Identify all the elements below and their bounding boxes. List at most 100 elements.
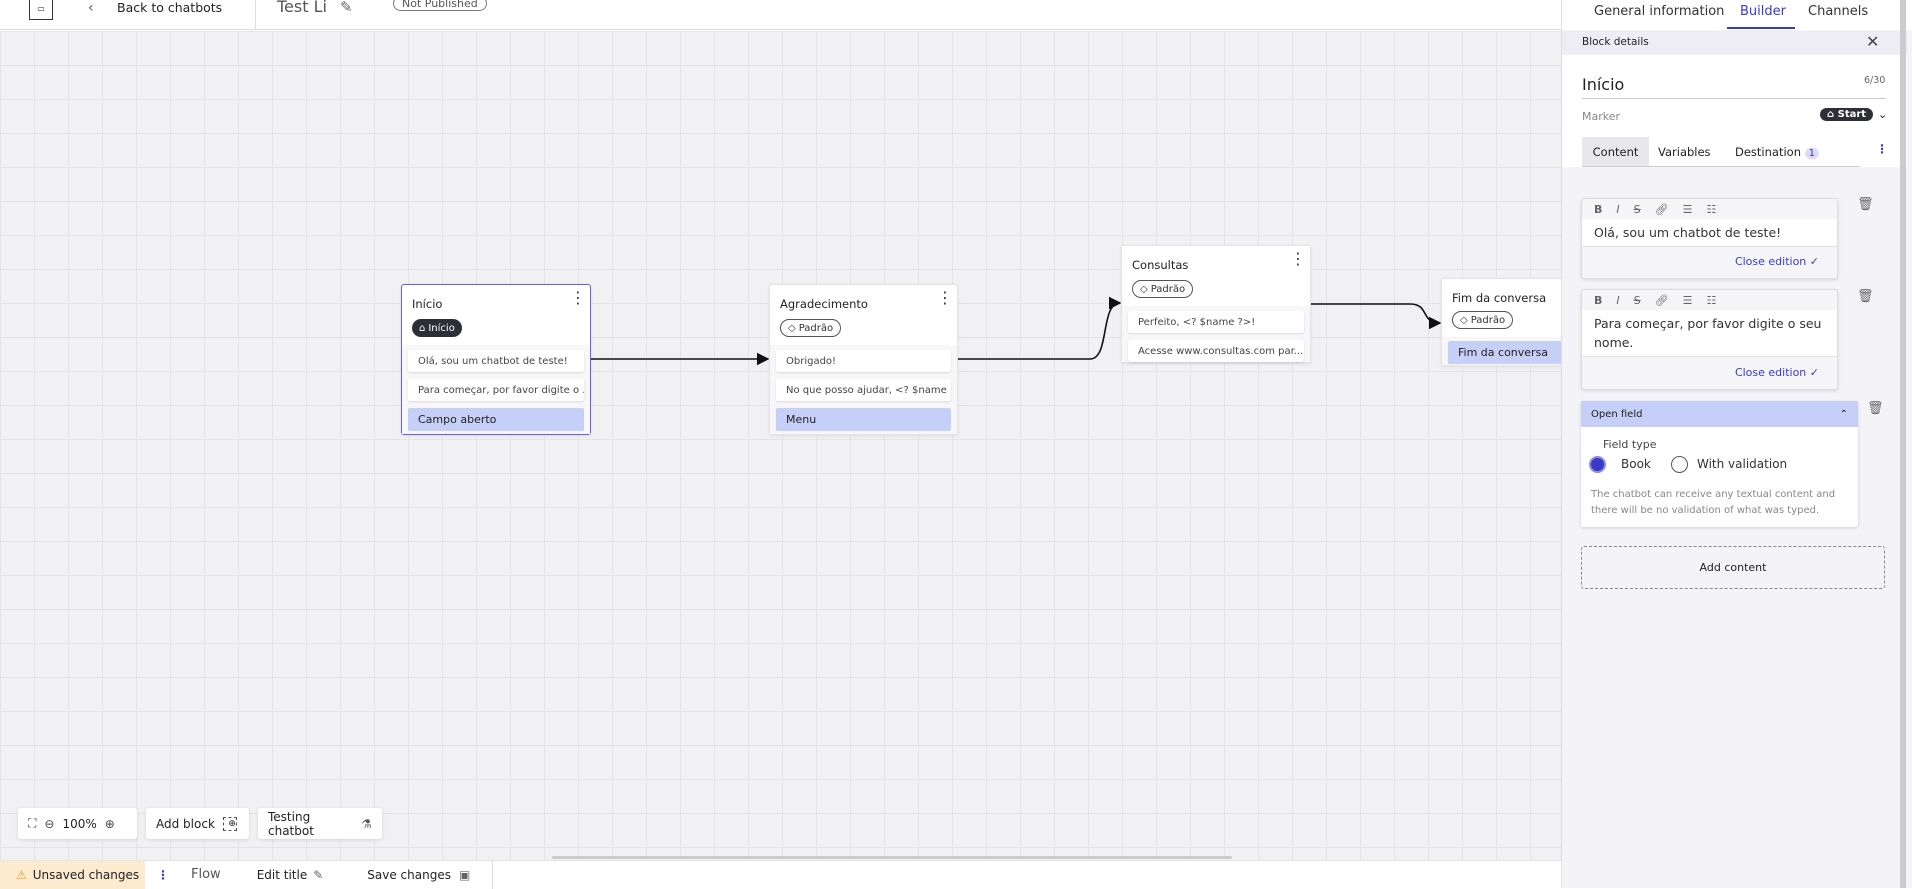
marker-value: Start [1837, 109, 1867, 120]
node-fim-da-conversa[interactable]: Fim da conversa ◇Padrão Fim da conversa [1441, 278, 1561, 366]
panel-tabs: General information Builder Channels [1562, 0, 1912, 30]
node-message[interactable]: Obrigado! [776, 350, 951, 372]
close-edition-button[interactable]: Close edition ✓ [1734, 255, 1819, 268]
add-block-button[interactable]: Add block ⊕ [146, 808, 249, 839]
save-icon: ▣ [458, 867, 471, 882]
tab-general-information[interactable]: General information [1594, 4, 1725, 19]
destination-count-badge: 1 [1804, 148, 1820, 159]
flow-tab[interactable]: Flow [191, 867, 221, 882]
zoom-out-icon[interactable]: ⊖ [44, 816, 55, 831]
open-field-title: Open field [1591, 408, 1643, 420]
node-option[interactable]: Campo aberto [408, 408, 584, 431]
delete-icon[interactable]: 🗑︎ [1857, 289, 1874, 304]
top-bar: ▭ ‹ Back to chatbots Test Li ✎ Not Publi… [0, 0, 1561, 30]
bullet-list-icon[interactable]: ☰ [1682, 202, 1693, 216]
bottom-bar: ⚠ Unsaved changes ⋮ Flow Edit title✎ Sav… [0, 860, 1561, 889]
editor-text[interactable]: Para começar, por favor digite o seu nom… [1582, 310, 1837, 357]
chevron-down-icon[interactable]: ⌄ [1878, 108, 1888, 121]
node-tag: ⌂Início [412, 319, 462, 337]
block-details-panel: General information Builder Channels Blo… [1561, 0, 1912, 888]
node-tag: ◇Padrão [1452, 311, 1514, 329]
strikethrough-icon[interactable]: S [1633, 202, 1641, 216]
testing-label: Testing chatbot [268, 809, 314, 838]
delete-icon[interactable]: 🗑︎ [1867, 401, 1884, 416]
tab-channels[interactable]: Channels [1808, 4, 1869, 19]
editor-text[interactable]: Olá, sou um chatbot de teste! [1582, 219, 1837, 247]
tab-destination[interactable]: Destination 1 [1735, 145, 1820, 159]
node-menu-icon[interactable]: ⋮ [1290, 249, 1306, 268]
back-to-chatbots-link[interactable]: Back to chatbots [117, 0, 223, 15]
tag-label: Padrão [1150, 283, 1186, 295]
numbered-list-icon[interactable]: ☷ [1706, 293, 1717, 307]
tag-icon: ◇ [788, 322, 796, 334]
node-message[interactable]: Olá, sou um chatbot de teste! [408, 350, 584, 372]
horizontal-scrollbar[interactable] [552, 856, 1232, 859]
node-message[interactable]: No que posso ajudar, <? $name ... [776, 379, 951, 401]
node-consultas[interactable]: Consultas ⋮ ◇Padrão Perfeito, <? $name ?… [1121, 245, 1311, 363]
edit-title-pencil-icon[interactable]: ✎ [340, 0, 353, 16]
tab-label: Destination [1735, 145, 1801, 159]
tab-variables[interactable]: Variables [1658, 145, 1711, 159]
radio-book[interactable] [1589, 456, 1606, 473]
italic-icon[interactable]: I [1616, 293, 1620, 307]
save-changes-button[interactable]: Save changes ▣ [367, 868, 470, 882]
italic-icon[interactable]: I [1616, 202, 1620, 216]
node-title: Fim da conversa [1452, 291, 1547, 305]
strikethrough-icon[interactable]: S [1633, 293, 1641, 307]
node-message[interactable]: Para começar, por favor digite o ... [408, 379, 584, 401]
tab-label: Content [1592, 145, 1639, 159]
tabs-more-icon[interactable]: ⋮ [1876, 142, 1888, 156]
node-message[interactable]: Perfeito, <? $name ?>! [1128, 311, 1304, 333]
node-option[interactable]: Menu [776, 408, 951, 431]
radio-with-validation[interactable] [1671, 456, 1688, 473]
add-content-label: Add content [1699, 561, 1767, 574]
save-label: Save changes [367, 867, 451, 882]
bold-icon[interactable]: B [1594, 293, 1603, 307]
back-chevron-icon[interactable]: ‹ [88, 0, 94, 16]
add-content-button[interactable]: Add content [1581, 546, 1885, 589]
numbered-list-icon[interactable]: ☷ [1706, 202, 1717, 216]
bullet-list-icon[interactable]: ☰ [1682, 293, 1693, 307]
node-inicio[interactable]: Início ⋮ ⌂Início Olá, sou um chatbot de … [401, 284, 591, 435]
testing-chatbot-button[interactable]: Testing chatbot ⚗ [258, 808, 382, 839]
tab-builder[interactable]: Builder [1740, 4, 1786, 19]
open-field-header[interactable]: Open field ⌃ [1581, 401, 1858, 427]
bold-icon[interactable]: B [1594, 202, 1603, 216]
tag-label: Padrão [1470, 314, 1506, 326]
node-agradecimento[interactable]: Agradecimento ⋮ ◇Padrão Obrigado! No que… [769, 284, 958, 435]
block-title-input[interactable]: Início [1582, 75, 1625, 94]
field-type-help: The chatbot can receive any textual cont… [1591, 489, 1836, 516]
zoom-level: 100% [62, 816, 97, 831]
edit-title-button[interactable]: Edit title✎ [257, 868, 324, 882]
panel-scrollbar[interactable] [1900, 0, 1906, 888]
tab-content[interactable]: Content [1582, 137, 1649, 167]
node-menu-icon[interactable]: ⋮ [570, 288, 586, 307]
link-icon[interactable]: 🔗︎ [1654, 293, 1669, 307]
marker-select[interactable]: ⌂ Start [1820, 108, 1874, 121]
node-option[interactable]: Fim da conversa [1448, 341, 1561, 364]
flask-icon: ⚗ [361, 816, 372, 831]
delete-icon[interactable]: 🗑︎ [1857, 197, 1874, 212]
flow-canvas[interactable]: Início ⋮ ⌂Início Olá, sou um chatbot de … [0, 31, 1561, 860]
node-tag: ◇Padrão [780, 319, 842, 337]
node-menu-icon[interactable]: ⋮ [937, 288, 953, 307]
zoom-controls: ⛶ ⊖ 100% ⊕ [18, 808, 137, 839]
link-icon[interactable]: 🔗︎ [1654, 202, 1669, 216]
logo: ▭ [29, 0, 53, 20]
close-edition-button[interactable]: Close edition ✓ [1734, 366, 1819, 379]
home-icon: ⌂ [1827, 109, 1838, 120]
field-type-label: Field type [1603, 438, 1657, 451]
divider [1582, 98, 1886, 99]
node-message[interactable]: Acesse www.consultas.com par... [1128, 340, 1304, 362]
chevron-up-icon[interactable]: ⌃ [1839, 408, 1848, 420]
node-body: Olá, sou um chatbot de teste! Para começ… [402, 345, 590, 434]
more-options-icon[interactable]: ⋮ [157, 867, 169, 882]
fit-screen-icon[interactable]: ⛶ [28, 816, 37, 830]
zoom-in-icon[interactable]: ⊕ [104, 816, 115, 831]
add-block-label: Add block [156, 816, 215, 831]
close-icon[interactable]: ✕ [1866, 32, 1880, 51]
